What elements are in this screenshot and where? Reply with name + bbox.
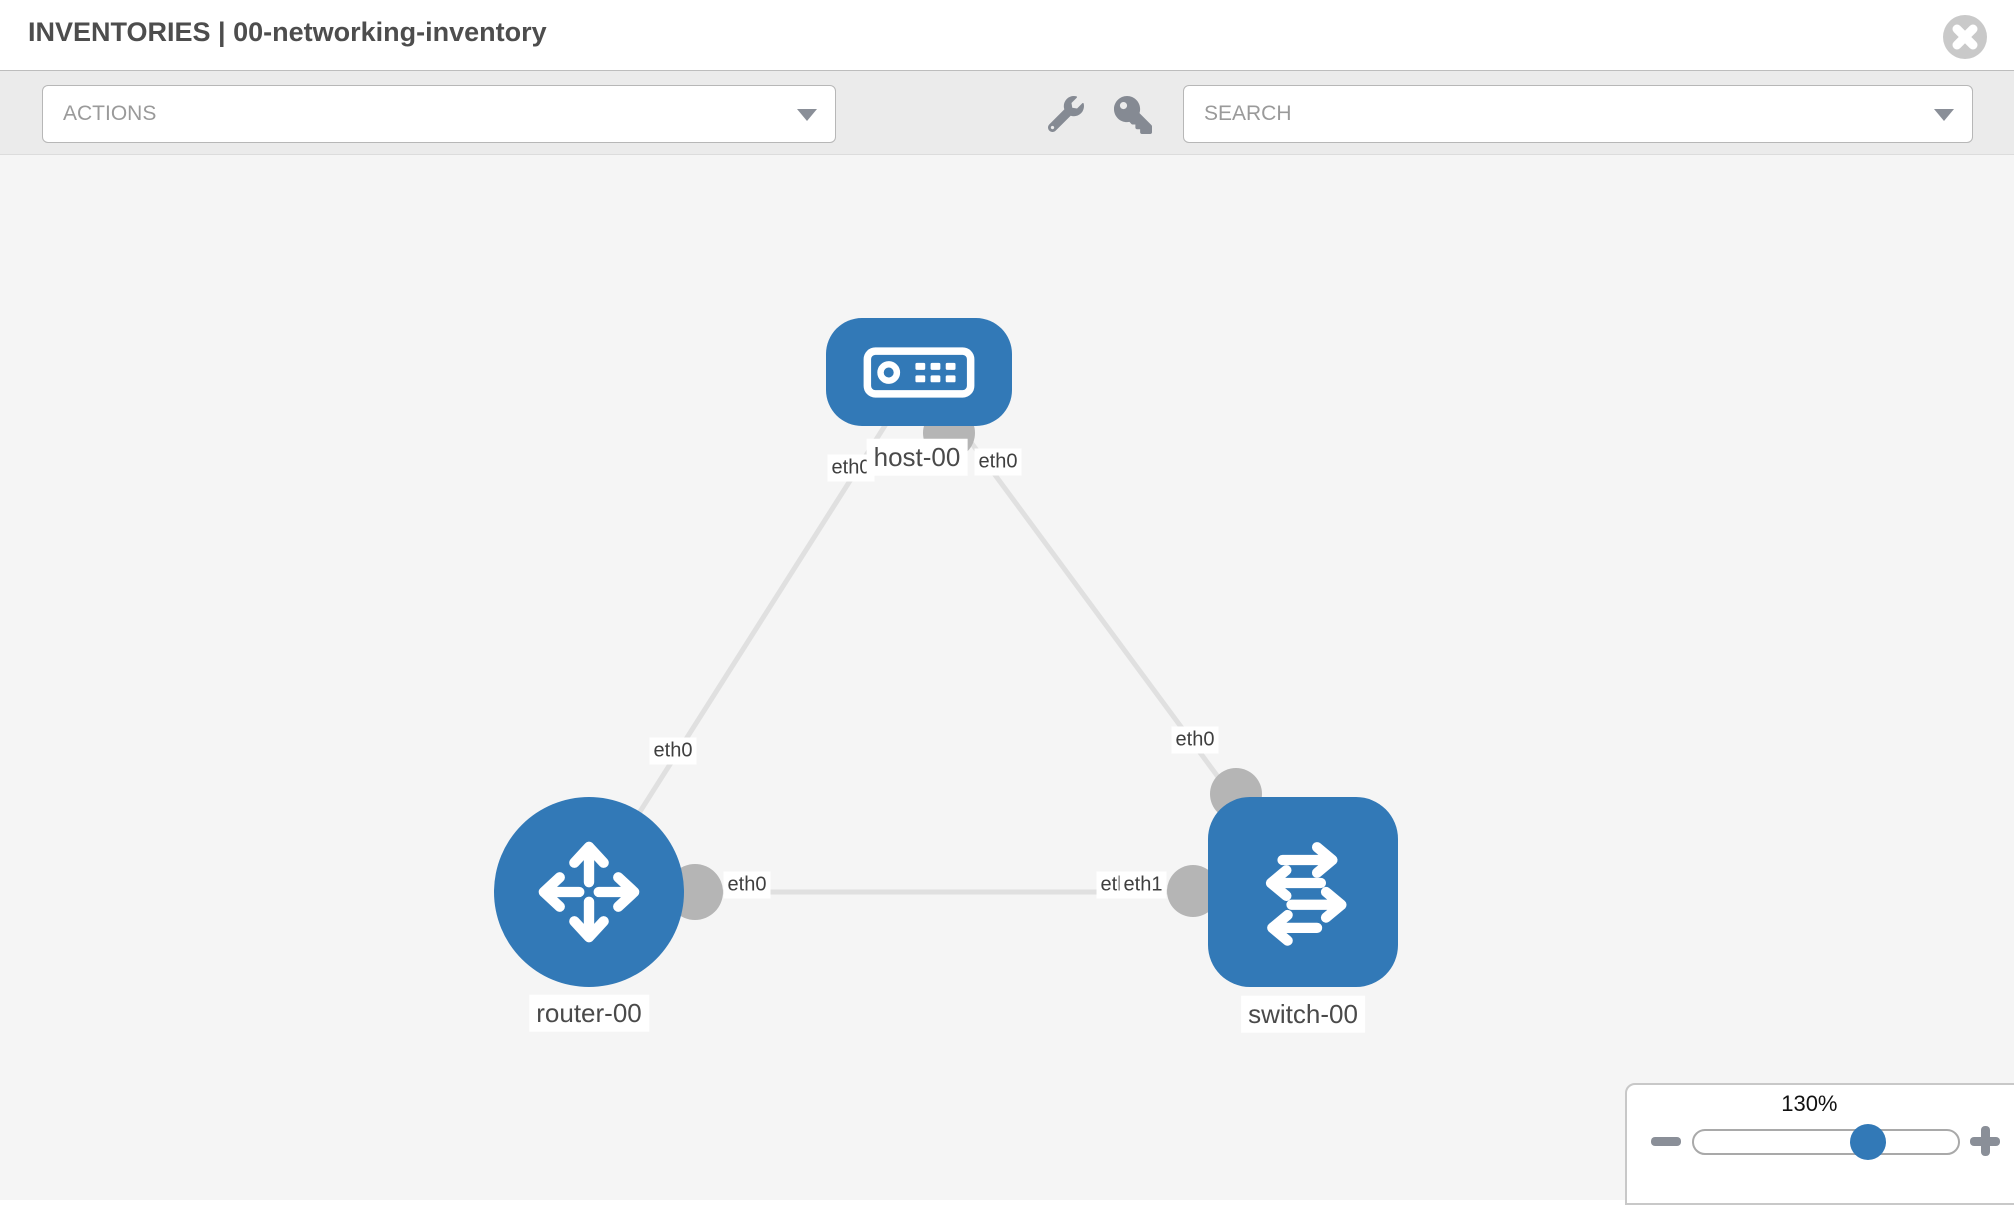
interface-label: eth0: [974, 448, 1022, 476]
interface-label: eth0: [1171, 726, 1219, 754]
chevron-down-icon: [797, 109, 817, 121]
wrench-button[interactable]: [1047, 96, 1084, 137]
actions-dropdown[interactable]: ACTIONS: [42, 85, 836, 143]
interface-label: eth1: [1119, 871, 1167, 899]
close-icon: [1943, 15, 1987, 59]
actions-dropdown-label: ACTIONS: [63, 102, 157, 125]
node-router-00[interactable]: [494, 797, 684, 987]
node-switch-00[interactable]: [1208, 797, 1398, 987]
node-label-switch-00[interactable]: switch-00: [1241, 995, 1365, 1033]
key-button[interactable]: [1114, 96, 1152, 139]
zoom-control-panel: 130%: [1625, 1083, 2014, 1205]
topology-canvas-background[interactable]: [0, 155, 2014, 1200]
interface-connector-switch-00[interactable]: [1167, 865, 1219, 917]
close-button[interactable]: [1942, 14, 1988, 60]
search-placeholder: SEARCH: [1204, 102, 1292, 125]
zoom-slider-thumb[interactable]: [1850, 1124, 1887, 1160]
zoom-in-plus-icon[interactable]: [1970, 1126, 2000, 1156]
page-title: INVENTORIES | 00-networking-inventory: [28, 17, 547, 47]
toolbar: ACTIONS SEARCH: [0, 71, 2014, 155]
switch-icon: [1265, 842, 1347, 946]
interface-label: eth0: [723, 871, 771, 899]
node-label-host-00[interactable]: host-00: [866, 438, 968, 476]
router-icon: [538, 841, 640, 943]
interface-label: eth0: [649, 737, 697, 765]
chevron-down-icon: [1934, 109, 1954, 121]
key-icon: [1114, 96, 1152, 134]
zoom-percent-label: 130%: [1781, 1091, 1838, 1116]
node-label-router-00[interactable]: router-00: [529, 994, 649, 1032]
node-host-00[interactable]: [826, 318, 1012, 426]
zoom-slider-track[interactable]: [1692, 1124, 1960, 1160]
search-dropdown[interactable]: SEARCH: [1183, 85, 1973, 143]
header-bar: INVENTORIES | 00-networking-inventory: [0, 0, 2014, 71]
host-icon: [863, 346, 975, 398]
wrench-icon: [1047, 96, 1084, 133]
zoom-out-minus-icon[interactable]: [1651, 1137, 1681, 1146]
